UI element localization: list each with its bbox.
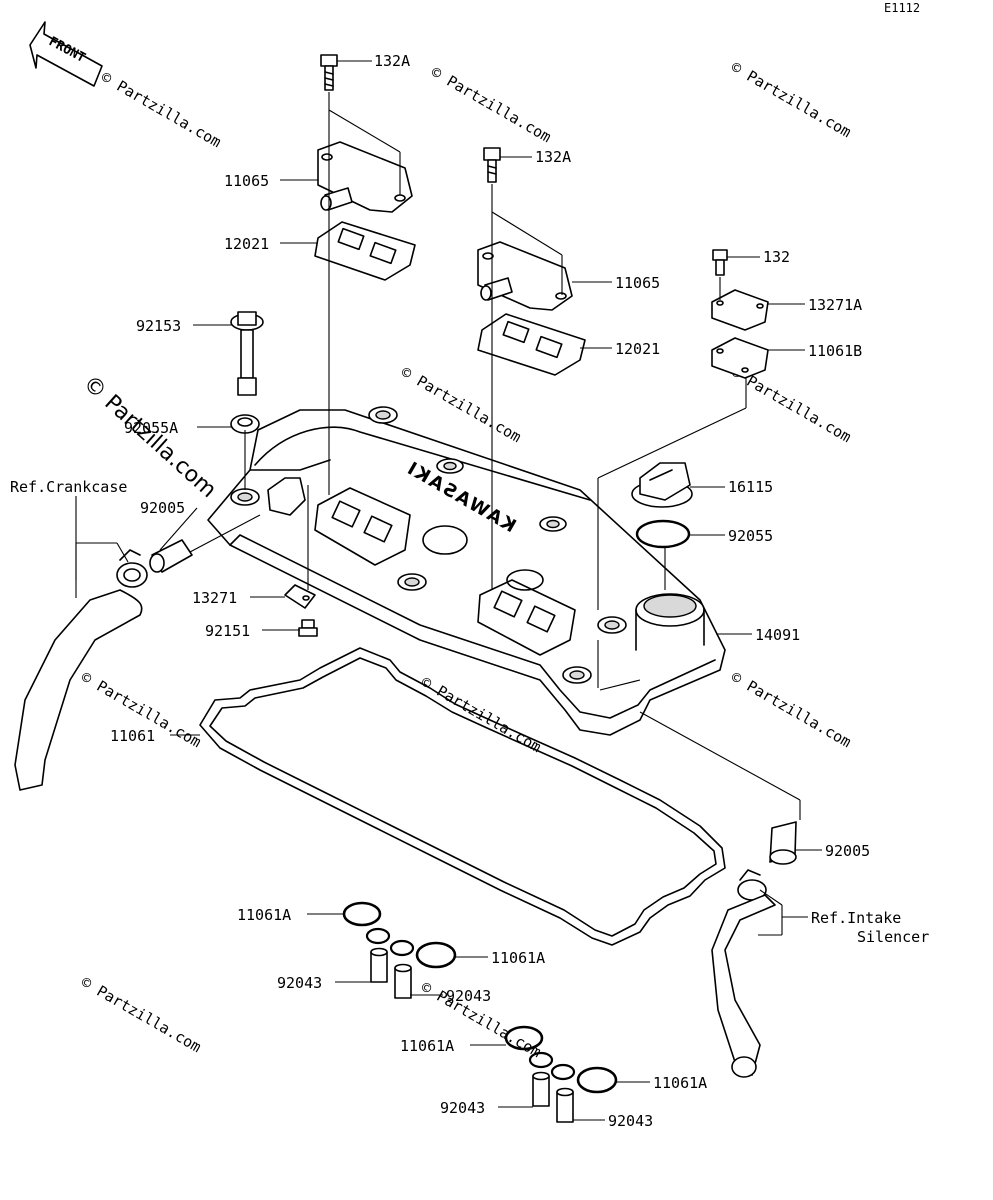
hose-left <box>14 549 148 791</box>
label-13271a: 13271A <box>808 296 862 314</box>
label-92005: 92005 <box>140 499 185 517</box>
leader-lines <box>75 60 822 1121</box>
label-11061a: 11061A <box>491 949 545 967</box>
label-132a: 132A <box>374 52 410 70</box>
label-12021: 12021 <box>615 340 660 358</box>
label-11061a: 11061A <box>237 906 291 924</box>
fitting-92005-1 <box>149 539 193 573</box>
gasket-11061b <box>711 337 769 379</box>
label-11065: 11065 <box>224 172 269 190</box>
watermark: © Partzilla.com <box>418 673 544 756</box>
label-12021: 12021 <box>224 235 269 253</box>
label-13271: 13271 <box>192 589 237 607</box>
plate-13271 <box>284 584 316 609</box>
seal-set-upper <box>342 901 457 999</box>
cover-gasket <box>199 647 726 946</box>
label-92055a: 92055A <box>124 419 178 437</box>
label-14091: 14091 <box>755 626 800 644</box>
label-132a: 132A <box>535 148 571 166</box>
label-11065: 11065 <box>615 274 660 292</box>
stud-92153 <box>230 311 264 396</box>
part-labels: 132A 11065 12021 92153 92055A 92005 1327… <box>10 52 929 1130</box>
label-92151: 92151 <box>205 622 250 640</box>
label-92043: 92043 <box>440 1099 485 1117</box>
label-92153: 92153 <box>136 317 181 335</box>
label-11061: 11061 <box>110 727 155 745</box>
label-92005: 92005 <box>825 842 870 860</box>
front-arrow-icon: FRONT <box>29 21 103 87</box>
label-92043: 92043 <box>446 987 491 1005</box>
o-ring-92055 <box>635 519 691 549</box>
filler-cap-16115 <box>631 462 693 508</box>
label-16115: 16115 <box>728 478 773 496</box>
diagram-id: E1112 <box>884 1 920 15</box>
bolt-132a-2 <box>483 147 501 183</box>
label-11061a: 11061A <box>400 1037 454 1055</box>
watermark: © Partzilla.com <box>728 58 854 141</box>
watermark: © Partzilla.com <box>728 668 854 751</box>
bolt-132a-1 <box>320 54 338 91</box>
label-92043: 92043 <box>277 974 322 992</box>
label-92055: 92055 <box>728 527 773 545</box>
hose-right <box>711 869 776 1078</box>
bolt-132 <box>712 249 728 276</box>
label-132: 132 <box>763 248 790 266</box>
plate-13271a <box>711 289 769 331</box>
reed-valve-12021-1 <box>314 221 416 281</box>
fitting-92005-2 <box>769 821 797 865</box>
watermark: © Partzilla.com <box>98 68 224 151</box>
valve-cover <box>207 406 726 736</box>
label-11061a: 11061A <box>653 1074 707 1092</box>
reed-valve-12021-2 <box>477 313 586 376</box>
watermark: © Partzilla.com <box>428 63 554 146</box>
label-11061b: 11061B <box>808 342 862 360</box>
seal-set-lower <box>504 1025 618 1123</box>
ref-crankcase: Ref.Crankcase <box>10 478 127 496</box>
watermark: © Partzilla.com <box>78 973 204 1056</box>
bolt-92151 <box>298 619 318 637</box>
ref-intake-line1: Ref.Intake <box>811 909 901 927</box>
ref-intake-line2: Silencer <box>857 928 929 946</box>
label-92043: 92043 <box>608 1112 653 1130</box>
reed-cover-11065-1 <box>317 141 413 213</box>
